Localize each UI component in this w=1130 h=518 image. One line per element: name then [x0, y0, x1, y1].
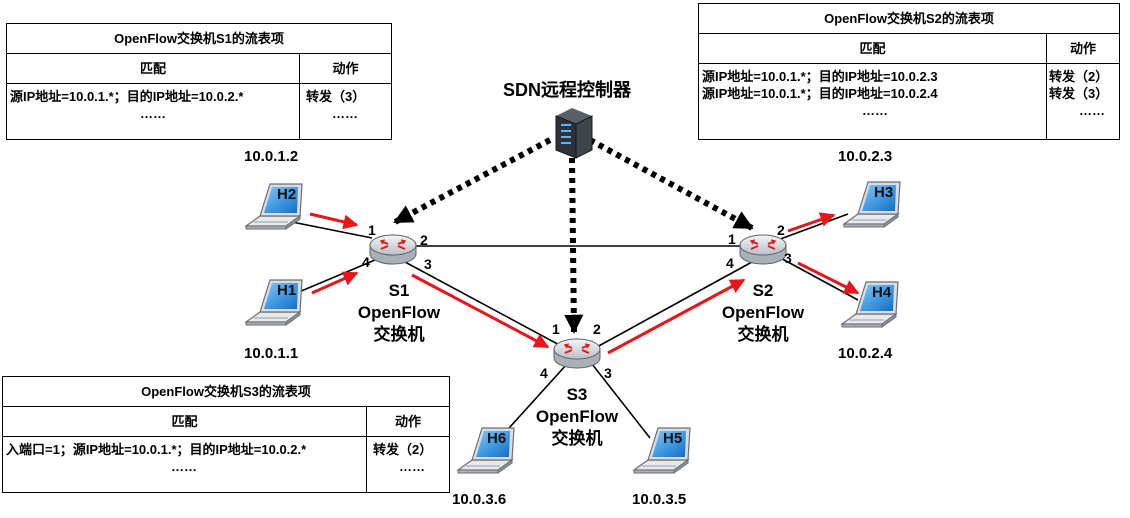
- s1-port-1: 1: [368, 222, 376, 238]
- flow-arrow-h2-s1: [309, 212, 359, 230]
- ellipsis: ……: [1079, 103, 1105, 118]
- table-row-action: 转发（3）: [306, 89, 366, 104]
- switch-s2-name: S2: [752, 281, 774, 300]
- match-header: 匹配: [7, 54, 300, 83]
- flow-arrow-s1-s3: [411, 273, 550, 349]
- switch-s1-line2: 交换机: [373, 325, 425, 344]
- host-h1-ip: 10.0.1.1: [244, 345, 299, 362]
- table-row-action: 转发（2）: [1049, 69, 1109, 84]
- flow-arrow-s3-s2: [607, 278, 746, 355]
- switch-s1-line1: OpenFlow: [357, 303, 441, 322]
- s1-port-4: 4: [362, 254, 370, 270]
- ellipsis: ……: [140, 106, 166, 121]
- table-row-action: 转发（3）: [1049, 86, 1109, 101]
- s3-port-3: 3: [604, 365, 612, 381]
- flow-arrow-s2-h3: [787, 212, 836, 233]
- table-row-match: 源IP地址=10.0.1.*；目的IP地址=10.0.2.3: [702, 69, 938, 84]
- server-icon: [555, 108, 593, 159]
- control-link-s3: [564, 157, 584, 334]
- table-row-match: 入端口=1；源IP地址=10.0.1.*；目的IP地址=10.0.2.*: [6, 442, 307, 457]
- flow-table-s2-body: 源IP地址=10.0.1.*；目的IP地址=10.0.2.3 源IP地址=10.…: [699, 64, 1119, 139]
- host-h4-ip: 10.0.2.4: [838, 345, 893, 362]
- switch-s3-label: S3 OpenFlow 交换机: [532, 384, 622, 450]
- action-cell: 转发（2） ……: [367, 437, 449, 492]
- link-s1-s3: [404, 261, 566, 349]
- host-h1-name: H1: [277, 282, 297, 299]
- switch-s2-label: S2 OpenFlow 交换机: [718, 280, 808, 346]
- switch-s1-name: S1: [388, 281, 410, 300]
- s3-port-1: 1: [552, 321, 560, 337]
- switch-s2-icon: [738, 233, 788, 266]
- host-h4-name: H4: [872, 284, 892, 301]
- flow-table-s2-title: OpenFlow交换机S2的流表项: [699, 4, 1119, 34]
- link-h2-s1: [286, 220, 373, 239]
- match-cell: 源IP地址=10.0.1.*；目的IP地址=10.0.2.* ……: [7, 84, 300, 139]
- s1-port-2: 2: [420, 232, 428, 248]
- flow-arrow-h1-s1: [311, 271, 359, 295]
- flow-arrow-s2-h4: [797, 261, 860, 295]
- host-h3-name: H3: [874, 184, 894, 201]
- host-h5-name: H5: [663, 430, 683, 447]
- flow-table-s1-header: 匹配 动作: [7, 54, 391, 84]
- host-h3-ip: 10.0.2.3: [838, 148, 893, 165]
- flow-table-s2-header: 匹配 动作: [699, 34, 1119, 64]
- switch-s1-icon: [368, 233, 418, 266]
- ellipsis: ……: [332, 106, 358, 121]
- flow-table-s1-body: 源IP地址=10.0.1.*；目的IP地址=10.0.2.* …… 转发（3） …: [7, 84, 391, 139]
- action-cell: 转发（2） 转发（3） ……: [1047, 64, 1119, 139]
- flow-table-s3-body: 入端口=1；源IP地址=10.0.1.*；目的IP地址=10.0.2.* …… …: [3, 437, 449, 492]
- switch-s3-line1: OpenFlow: [535, 407, 619, 426]
- s2-port-1: 1: [728, 231, 736, 247]
- match-cell: 入端口=1；源IP地址=10.0.1.*；目的IP地址=10.0.2.* ……: [3, 437, 367, 492]
- host-h6-name: H6: [487, 430, 507, 447]
- link-s3-h5: [591, 363, 651, 439]
- host-h6-ip: 10.0.3.6: [452, 491, 507, 508]
- match-header: 匹配: [3, 407, 367, 436]
- host-h5-ip: 10.0.3.5: [632, 491, 687, 508]
- table-row-action: 转发（2）: [373, 442, 433, 457]
- link-s3-s2: [594, 261, 753, 349]
- flow-table-s1-title: OpenFlow交换机S1的流表项: [7, 24, 391, 54]
- switch-s2-line2: 交换机: [737, 325, 789, 344]
- ellipsis: ……: [399, 459, 425, 474]
- s3-port-4: 4: [540, 365, 548, 381]
- table-row-match: 源IP地址=10.0.1.*；目的IP地址=10.0.2.4: [702, 86, 938, 101]
- s2-port-3: 3: [784, 250, 792, 266]
- flow-table-s3-title: OpenFlow交换机S3的流表项: [3, 377, 449, 407]
- s1-port-3: 3: [424, 256, 432, 272]
- ellipsis: ……: [862, 103, 888, 118]
- flow-table-s3: OpenFlow交换机S3的流表项 匹配 动作 入端口=1；源IP地址=10.0…: [2, 376, 450, 493]
- control-link-s2: [588, 137, 754, 231]
- s3-port-2: 2: [593, 321, 601, 337]
- action-header: 动作: [1069, 41, 1096, 56]
- flow-table-s3-header: 匹配 动作: [3, 407, 449, 437]
- flow-table-s1: OpenFlow交换机S1的流表项 匹配 动作 源IP地址=10.0.1.*；目…: [6, 23, 392, 140]
- link-s3-h6: [499, 363, 568, 439]
- switch-s2-line1: OpenFlow: [721, 303, 805, 322]
- match-header: 匹配: [699, 34, 1047, 63]
- flow-table-s2: OpenFlow交换机S2的流表项 匹配 动作 源IP地址=10.0.1.*；目…: [698, 3, 1120, 140]
- link-s2-h3: [774, 213, 849, 242]
- s2-port-4: 4: [726, 255, 734, 271]
- control-links: [393, 137, 754, 334]
- flow-arrows: [309, 212, 860, 355]
- s2-port-2: 2: [777, 222, 785, 238]
- match-cell: 源IP地址=10.0.1.*；目的IP地址=10.0.2.3 源IP地址=10.…: [699, 64, 1047, 139]
- ellipsis: ……: [171, 459, 197, 474]
- table-row-match: 源IP地址=10.0.1.*；目的IP地址=10.0.2.*: [10, 89, 244, 104]
- action-header: 动作: [394, 414, 421, 429]
- control-link-s1: [393, 137, 552, 225]
- action-header: 动作: [332, 61, 359, 76]
- switch-s3-line2: 交换机: [551, 429, 603, 448]
- host-h2-ip: 10.0.1.2: [244, 148, 299, 165]
- switch-s3-icon: [552, 337, 602, 370]
- host-h2-name: H2: [277, 186, 297, 203]
- controller-label: SDN远程控制器: [503, 80, 632, 100]
- action-cell: 转发（3） ……: [300, 84, 391, 139]
- switch-s3-name: S3: [566, 385, 588, 404]
- switch-s1-label: S1 OpenFlow 交换机: [354, 280, 444, 346]
